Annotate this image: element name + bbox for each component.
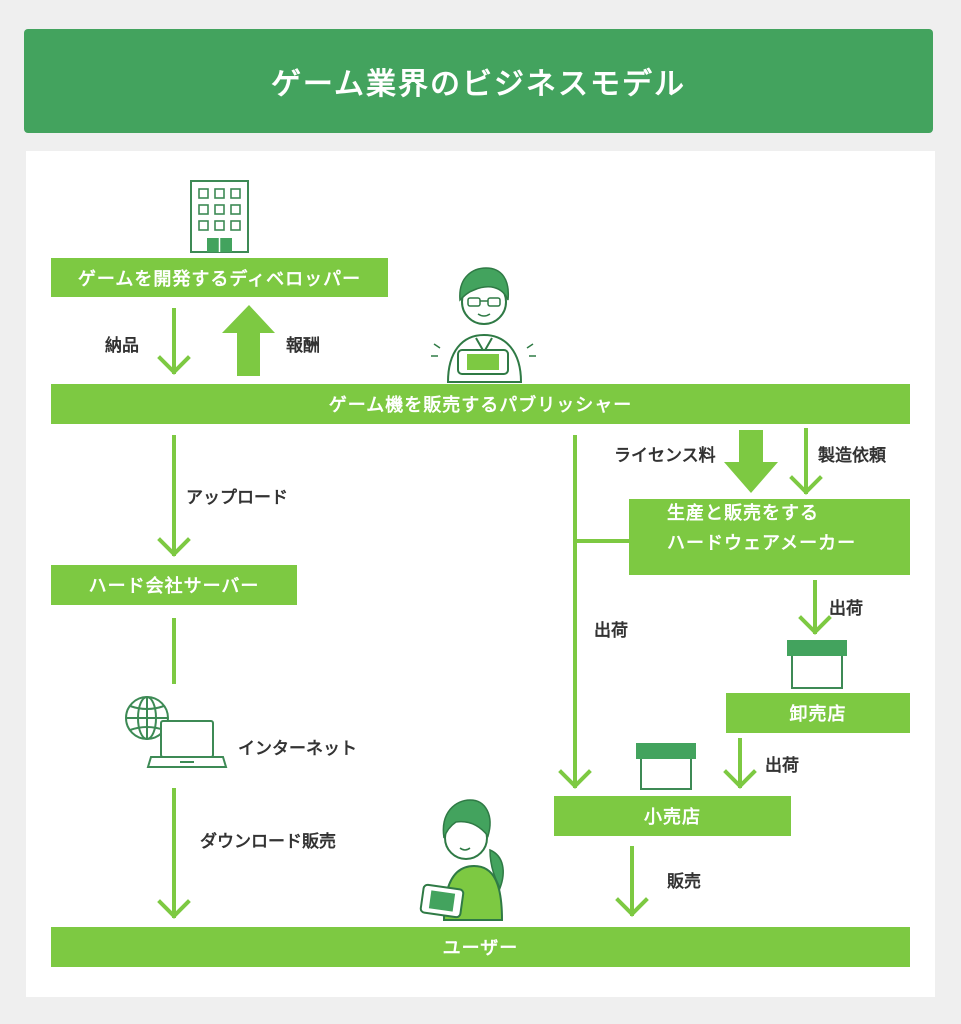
- laptop-icon: [146, 720, 228, 768]
- manufacturing-request-arrow: [789, 428, 823, 495]
- upload-label: アップロード: [186, 488, 288, 508]
- retailer-node: 小売店: [554, 796, 791, 836]
- license-fee-label: ライセンス料: [614, 446, 716, 466]
- upload-arrow: [157, 435, 191, 557]
- hard-server-node: ハード会社サーバー: [51, 565, 297, 605]
- delivery-arrow: [157, 308, 191, 375]
- sales-label: 販売: [667, 872, 701, 892]
- developer-node-label: ゲームを開発するディベロッパー: [77, 268, 362, 290]
- wholesaler-shop-icon: [787, 640, 847, 689]
- maker-ship-label: 出荷: [829, 599, 863, 619]
- developer-person-icon: [431, 267, 536, 383]
- hardware-maker-node: 生産と販売をする ハードウェアメーカー: [629, 499, 910, 575]
- hard-server-node-label: ハード会社サーバー: [88, 576, 260, 597]
- globe-icon: [125, 696, 169, 740]
- wholesaler-ship-label: 出荷: [765, 756, 799, 776]
- publisher-node: ゲーム機を販売するパブリッシャー: [51, 384, 910, 424]
- hardware-maker-label-line1: 生産と販売をする: [667, 503, 819, 524]
- download-sales-label: ダウンロード販売: [200, 832, 336, 852]
- developer-node: ゲームを開発するディベロッパー: [51, 258, 388, 297]
- delivery-label: 納品: [105, 336, 139, 356]
- publisher-node-label: ゲーム機を販売するパブリッシャー: [328, 395, 633, 416]
- license-fee-arrow: [724, 430, 778, 493]
- download-arrow: [157, 788, 191, 919]
- wholesaler-ship-arrow: [723, 738, 757, 789]
- publisher-ship-label: 出荷: [594, 621, 628, 641]
- wholesaler-node: 卸売店: [726, 693, 910, 733]
- retailer-node-label: 小売店: [644, 807, 701, 828]
- publisher-ship-arrow: [558, 435, 632, 789]
- reward-label: 報酬: [286, 336, 320, 356]
- user-person-icon: [419, 799, 504, 921]
- wholesaler-node-label: 卸売店: [789, 704, 847, 725]
- hardware-maker-label-line2: ハードウェアメーカー: [667, 533, 857, 554]
- maker-ship-arrow: [798, 580, 832, 635]
- office-building-icon: [190, 180, 249, 253]
- user-node-label: ユーザー: [442, 938, 519, 959]
- reward-arrow: [222, 305, 275, 376]
- internet-label: インターネット: [238, 739, 357, 759]
- page-title: ゲーム業界のビジネスモデル: [24, 29, 933, 133]
- sales-arrow: [615, 846, 649, 917]
- user-node: ユーザー: [51, 927, 910, 967]
- retailer-shop-icon: [636, 743, 696, 790]
- manufacturing-request-label: 製造依頼: [818, 446, 886, 466]
